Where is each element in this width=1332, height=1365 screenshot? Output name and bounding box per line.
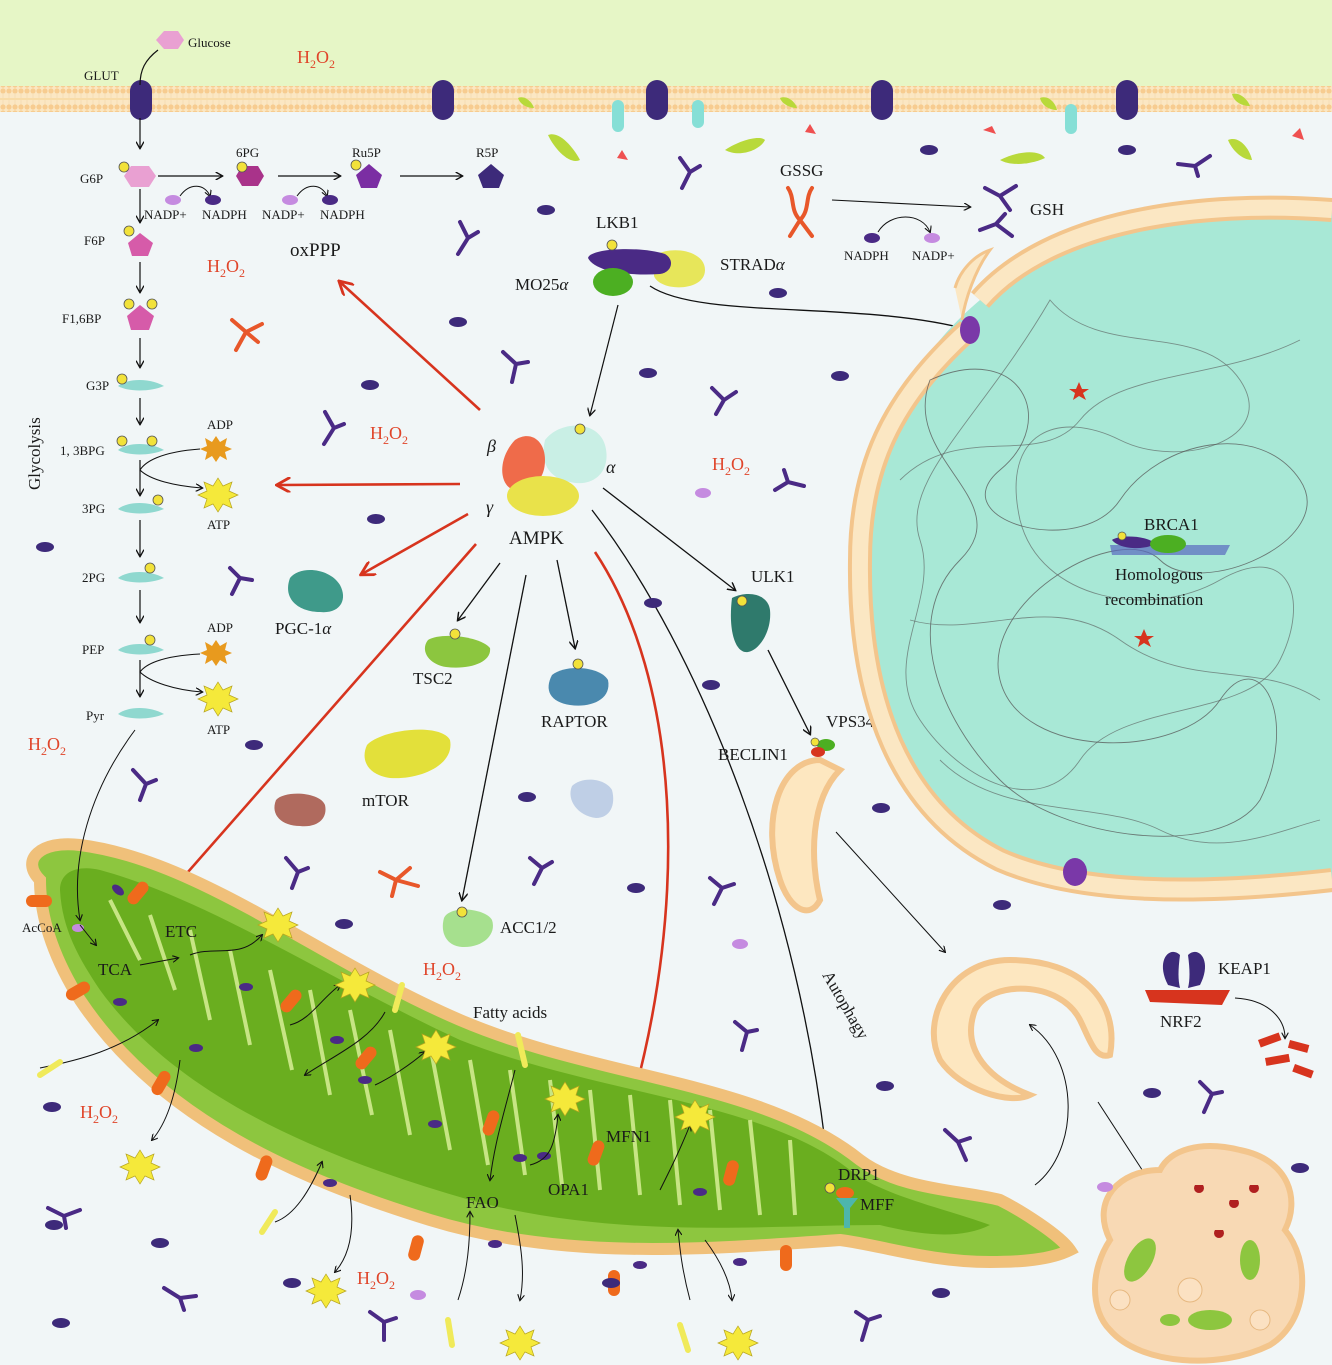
nadph-label-2: NADPH [320, 207, 365, 222]
ampk-alpha-label: α [606, 457, 616, 477]
ampk-label: AMPK [509, 528, 564, 549]
nadp-label-2: NADP+ [262, 207, 305, 222]
acc-label: ACC1/2 [500, 918, 557, 937]
pep-label: PEP [82, 642, 104, 657]
ru5p-label: Ru5P [352, 145, 381, 160]
tsc2-label: TSC2 [413, 669, 453, 688]
mfn1-label: MFN1 [606, 1127, 651, 1146]
drp1-label: DRP1 [838, 1165, 880, 1184]
3pg-label: 3PG [82, 501, 105, 516]
nrf2-label: NRF2 [1160, 1012, 1202, 1031]
g6p-label: G6P [80, 171, 103, 186]
lkb1-label: LKB1 [596, 213, 639, 232]
tca-label: TCA [98, 960, 133, 979]
pyr-label: Pyr [86, 708, 105, 723]
adp-label-1: ADP [207, 417, 233, 432]
oxppp-label: oxPPP [290, 240, 341, 261]
nadph-label-1: NADPH [202, 207, 247, 222]
accoa-label: AcCoA [22, 920, 62, 935]
mo25-label: MO25α [515, 275, 569, 294]
13bpg-label: 1, 3BPG [60, 443, 105, 458]
glut-label: GLUT [84, 68, 119, 83]
nadp-label-1: NADP+ [144, 207, 187, 222]
mff-label: MFF [860, 1195, 894, 1214]
pgc1a-label: PGC-1α [275, 619, 332, 638]
hr-label-2: recombination [1105, 590, 1204, 609]
atp-label-1: ATP [207, 517, 230, 532]
ampk-beta-label: β [486, 436, 496, 456]
gsh-label: GSH [1030, 200, 1064, 219]
nadph-gsh-label: NADPH [844, 248, 889, 263]
glucose-label: Glucose [188, 35, 231, 50]
nadp-gsh-label: NADP+ [912, 248, 955, 263]
2pg-label: 2PG [82, 570, 105, 585]
fatty-acids-label: Fatty acids [473, 1003, 547, 1022]
6pg-label: 6PG [236, 145, 259, 160]
keap1-label: KEAP1 [1218, 959, 1271, 978]
strad-label: STRADα [720, 255, 786, 274]
g3p-label: G3P [86, 378, 109, 393]
opa1-label: OPA1 [548, 1180, 589, 1199]
brca1-label: BRCA1 [1144, 515, 1199, 534]
r5p-label: R5P [476, 145, 498, 160]
adp-label-2: ADP [207, 620, 233, 635]
atp-label-2: ATP [207, 722, 230, 737]
hr-label-1: Homologous [1115, 565, 1203, 584]
f16bp-label: F1,6BP [62, 311, 101, 326]
ulk1-label: ULK1 [751, 567, 794, 586]
f6p-label: F6P [84, 233, 105, 248]
mtor-label: mTOR [362, 791, 410, 810]
etc-label: ETC [165, 922, 197, 941]
ampk-gamma-label: γ [486, 497, 494, 517]
beclin1-label: BECLIN1 [718, 745, 788, 764]
gssg-label: GSSG [780, 161, 823, 180]
glycolysis-title: Glycolysis [25, 417, 44, 490]
atp-icon [198, 478, 238, 512]
raptor-label: RAPTOR [541, 712, 608, 731]
fao-label: FAO [466, 1193, 499, 1212]
vps34-label: VPS34 [826, 712, 875, 731]
